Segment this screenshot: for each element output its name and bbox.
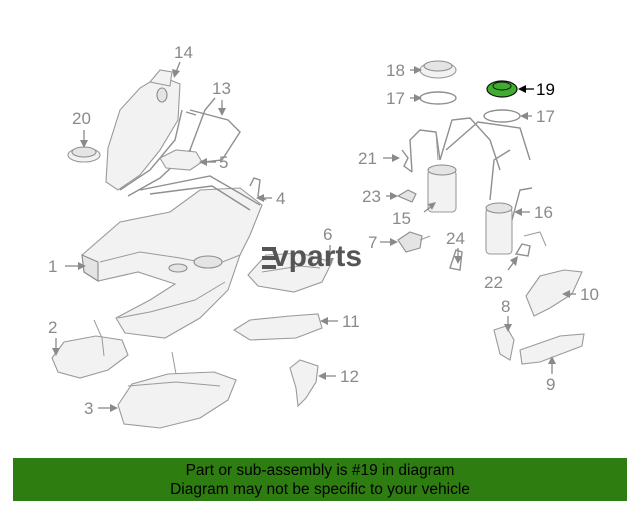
leader-line-19 [518,85,534,93]
callout-6: 6 [323,225,332,244]
vparts-logo-watermark: vparts [262,240,362,273]
callout-3: 3 [84,399,93,418]
part-7-connector[interactable] [397,231,431,253]
callout-18: 18 [386,61,405,80]
callout-2: 2 [48,318,57,337]
callout-10: 10 [580,285,599,304]
part-14-filler-neck[interactable] [105,69,261,211]
callout-14: 14 [174,43,193,62]
part-9-rail[interactable] [519,333,585,365]
part-2-skid-plate[interactable] [51,319,129,379]
footer-line-1: Part or sub-assembly is #19 in diagram [185,462,455,479]
callout-8: 8 [501,297,510,316]
part-5-bracket[interactable] [159,149,203,171]
part-17-seal-left[interactable] [419,91,457,105]
part-17-seal-right[interactable] [483,109,521,123]
callout-9: 9 [546,375,555,394]
callout-17-right: 17 [536,107,555,126]
part-16-sender-unit[interactable] [485,149,533,255]
part-21-sensor[interactable] [401,149,413,173]
callout-17-left: 17 [386,89,405,108]
callout-13: 13 [212,79,231,98]
callout-12: 12 [340,367,359,386]
callout-15: 15 [392,209,411,228]
callout-23: 23 [362,187,381,206]
callout-19-highlighted: 19 [536,80,555,99]
callout-16: 16 [534,203,553,222]
callout-24: 24 [446,229,465,248]
part-18-lock-ring[interactable] [419,60,457,79]
callout-4: 4 [276,189,285,208]
callout-1: 1 [48,257,57,276]
footer-line-2: Diagram may not be specific to your vehi… [170,481,470,498]
part-19-lock-ring-highlighted[interactable] [486,80,518,98]
info-footer-banner: Part or sub-assembly is #19 in diagram D… [13,458,627,501]
part-8-bracket[interactable] [493,325,515,361]
callout-labels: 1 2 3 4 5 6 7 8 9 10 11 12 13 14 15 16 1… [48,43,599,418]
vparts-logo-text: vparts [272,240,362,273]
callout-21: 21 [358,149,377,168]
callout-5: 5 [219,153,228,172]
callout-11: 11 [342,312,360,331]
part-20-fuel-cap[interactable] [67,146,101,163]
part-11-bracket[interactable] [232,313,323,341]
part-12-bracket[interactable] [289,359,319,408]
part-3-heat-shield[interactable] [117,351,237,429]
part-22-clip[interactable] [514,231,547,257]
part-23-connector[interactable] [396,189,417,203]
callout-22: 22 [484,273,503,292]
part-15-fuel-pump[interactable] [409,117,531,213]
callout-20: 20 [72,109,91,128]
part-6-shield[interactable] [247,252,333,293]
callout-7: 7 [368,233,377,252]
part-10-shield[interactable] [525,269,583,317]
leader-lines [52,61,576,412]
part-1-fuel-tank[interactable] [81,187,263,339]
